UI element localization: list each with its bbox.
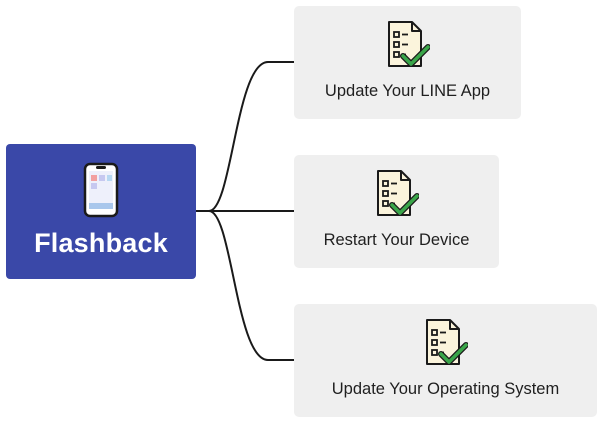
branch-label: Update Your LINE App (324, 82, 491, 100)
connector-to-update-os (208, 210, 294, 361)
smartphone-icon (83, 162, 119, 218)
checklist-icon (425, 319, 468, 365)
root-label: Flashback (34, 228, 168, 258)
branch-node-update-line-app[interactable]: Update Your LINE App (294, 6, 521, 119)
checklist-icon (376, 170, 419, 216)
branch-node-update-os[interactable]: Update Your Operating System (294, 304, 597, 417)
connector-to-update-line-app (196, 61, 294, 212)
checklist-icon (387, 21, 430, 67)
branch-node-restart-device[interactable]: Restart Your Device (294, 155, 499, 268)
branch-label: Restart Your Device (323, 231, 470, 249)
branch-label: Update Your Operating System (331, 380, 560, 398)
root-node-flashback[interactable]: Flashback (6, 144, 196, 279)
